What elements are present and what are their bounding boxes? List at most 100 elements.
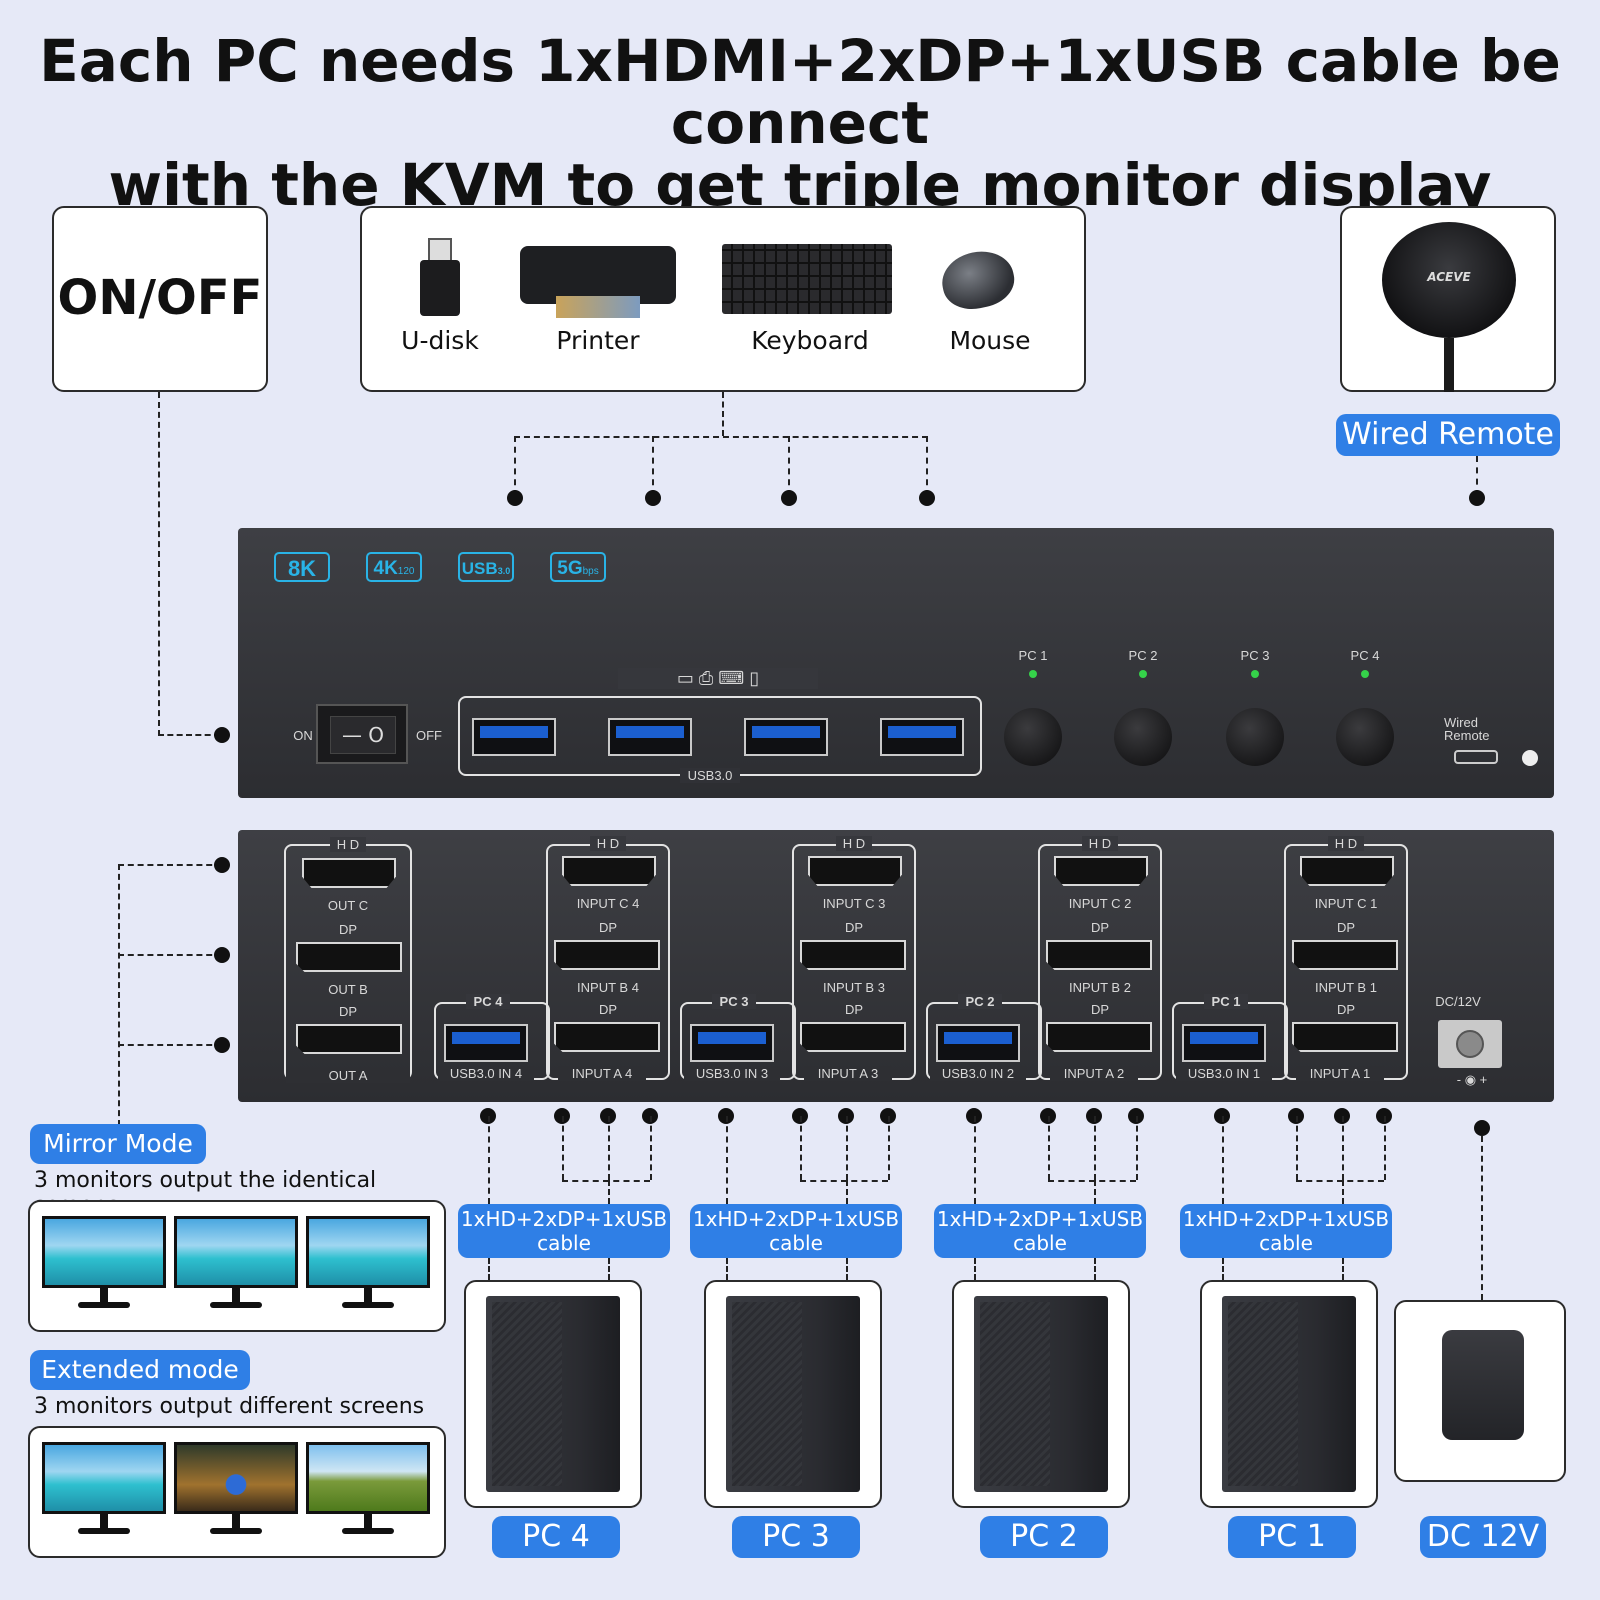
front-usb-port[interactable] xyxy=(472,718,556,756)
pc2-input-c-label: INPUT C 2 xyxy=(1068,896,1132,911)
extended-mode-desc: 3 monitors output different screens xyxy=(34,1394,425,1419)
connector-line xyxy=(514,436,928,438)
pc2-usb-in-port[interactable] xyxy=(936,1024,1020,1062)
pc4-group-label: PC 4 xyxy=(466,994,510,1009)
pc4-box xyxy=(464,1280,642,1508)
pc-tower-icon xyxy=(486,1296,620,1492)
connector-dot xyxy=(214,947,230,963)
pc3-usb-in-label: USB3.0 IN 3 xyxy=(684,1066,780,1081)
pc2-input-b-dp-port[interactable] xyxy=(1046,940,1152,970)
pc3-dp-label: DP xyxy=(844,920,864,935)
connector-line xyxy=(608,1258,610,1280)
pc2-dp-label: DP xyxy=(1090,920,1110,935)
mirror-mode-desc: 3 monitors output the identical screens xyxy=(34,1168,377,1218)
front-usb-port[interactable] xyxy=(608,718,692,756)
pc4-dp-label: DP xyxy=(598,1002,618,1017)
remote-port[interactable] xyxy=(1454,750,1498,764)
pc4-usb-in-label: USB3.0 IN 4 xyxy=(438,1066,534,1081)
pc3-input-c-hdmi-port[interactable] xyxy=(808,856,902,886)
mirror-mode-label: Mirror Mode xyxy=(30,1124,206,1164)
device-label-keyboard: Keyboard xyxy=(751,326,869,355)
power-switch[interactable]: — O xyxy=(316,704,408,764)
connector-line xyxy=(514,436,516,496)
pc4-input-b-dp-port[interactable] xyxy=(554,940,660,970)
monitor-base xyxy=(342,1528,394,1534)
pc3-select-button[interactable] xyxy=(1226,708,1284,766)
dc-power-port[interactable] xyxy=(1438,1020,1502,1068)
pc3-input-a-dp-port[interactable] xyxy=(800,1022,906,1052)
pc2-led xyxy=(1139,670,1147,678)
front-usb-icons: ▭ ⎙ ⌨ ▯ xyxy=(618,668,818,689)
pc4-input-a-dp-port[interactable] xyxy=(554,1022,660,1052)
pc2-input-c-hdmi-port[interactable] xyxy=(1054,856,1148,886)
monitor-screen xyxy=(174,1216,298,1288)
onoff-box: ON/OFF xyxy=(52,206,268,392)
pc2-input-a-dp-port[interactable] xyxy=(1046,1022,1152,1052)
connector-line xyxy=(1048,1180,1136,1182)
pc1-select-button[interactable] xyxy=(1004,708,1062,766)
out-dp-label: DP xyxy=(338,922,358,937)
connector-dot xyxy=(1469,490,1485,506)
connector-line xyxy=(1136,1116,1138,1180)
pc1-led xyxy=(1029,670,1037,678)
connector-line xyxy=(118,954,222,956)
pc4-label: PC 4 xyxy=(1350,648,1380,663)
out-c-label: OUT C xyxy=(327,898,369,913)
connector-line xyxy=(1342,1258,1344,1280)
out-b-dp-port[interactable] xyxy=(296,942,402,972)
pc4-led xyxy=(1361,670,1369,678)
monitor-screen xyxy=(42,1216,166,1288)
pc1-hd-label: H D xyxy=(1328,836,1364,851)
connector-line xyxy=(1094,1116,1096,1180)
monitor-base xyxy=(342,1302,394,1308)
extended-mode-monitors xyxy=(28,1426,446,1558)
out-b-label: OUT B xyxy=(328,982,368,997)
kvm-back-panel: H D OUT C DP OUT B DP OUT A H D INPUT C … xyxy=(238,830,1554,1102)
connector-line xyxy=(652,436,654,496)
connector-line xyxy=(118,864,222,866)
mouse-icon xyxy=(936,245,1020,315)
pc3-box xyxy=(704,1280,882,1508)
out-a-dp-port[interactable] xyxy=(296,1024,402,1054)
pc4-input-c-hdmi-port[interactable] xyxy=(562,856,656,886)
front-usb-port[interactable] xyxy=(744,718,828,756)
front-usb-label: USB3.0 xyxy=(680,768,740,783)
pc3-label: PC 3 xyxy=(1240,648,1270,663)
pc-tower-icon xyxy=(726,1296,860,1492)
connector-line xyxy=(488,1258,490,1280)
monitor-screen xyxy=(174,1442,298,1514)
connector-line xyxy=(1384,1116,1386,1180)
connector-line xyxy=(726,1258,728,1280)
pc3-hd-label: H D xyxy=(836,836,872,851)
connector-line xyxy=(800,1116,802,1180)
pc2-select-button[interactable] xyxy=(1114,708,1172,766)
pc1-input-b-dp-port[interactable] xyxy=(1292,940,1398,970)
monitor-base xyxy=(210,1528,262,1534)
pc1-input-c-hdmi-port[interactable] xyxy=(1300,856,1394,886)
device-label-mouse: Mouse xyxy=(949,326,1031,355)
pc2-input-b-label: INPUT B 2 xyxy=(1069,980,1131,995)
dc-adapter-box xyxy=(1394,1300,1566,1482)
pc1-bottom-label: PC 1 xyxy=(1228,1516,1356,1558)
pc2-dp-label: DP xyxy=(1090,1002,1110,1017)
pc1-usb-in-port[interactable] xyxy=(1182,1024,1266,1062)
pc4-usb-in-port[interactable] xyxy=(444,1024,528,1062)
pc3-input-b-dp-port[interactable] xyxy=(800,940,906,970)
pc3-usb-in-port[interactable] xyxy=(690,1024,774,1062)
pc1-input-a-dp-port[interactable] xyxy=(1292,1022,1398,1052)
pc4-input-a-label: INPUT A 4 xyxy=(558,1066,646,1081)
out-c-hdmi-port[interactable] xyxy=(302,858,396,888)
connector-line xyxy=(726,1116,728,1204)
monitor-stand xyxy=(364,1514,372,1528)
connector-line xyxy=(1296,1116,1298,1180)
pc3-dp-label: DP xyxy=(844,1002,864,1017)
front-usb-port[interactable] xyxy=(880,718,964,756)
connector-line xyxy=(158,392,160,736)
connector-line xyxy=(974,1116,976,1204)
extended-mode-label: Extended mode xyxy=(30,1350,250,1390)
connector-dot xyxy=(781,490,797,506)
pc4-select-button[interactable] xyxy=(1336,708,1394,766)
connector-line xyxy=(1481,1136,1483,1300)
